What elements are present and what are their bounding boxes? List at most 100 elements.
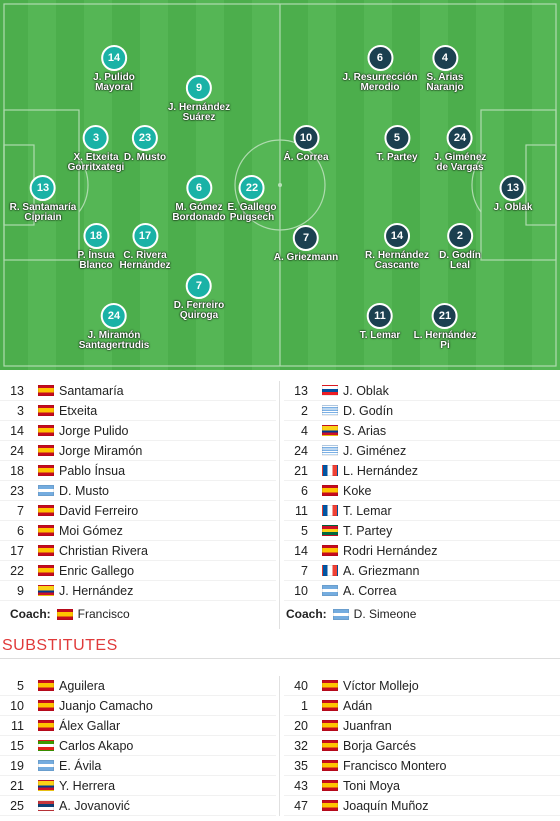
france-flag-icon bbox=[322, 505, 338, 516]
spain-flag-icon bbox=[38, 565, 54, 576]
list-item[interactable]: 6 Koke bbox=[284, 481, 560, 501]
shirt-number: 21 bbox=[10, 778, 24, 793]
player-name-line2: Santagertrudis bbox=[78, 340, 150, 351]
shirt-number: 47 bbox=[294, 798, 308, 813]
player-name-line2: Pi bbox=[440, 340, 450, 351]
shirt-number: 5 bbox=[301, 523, 308, 538]
serbia-flag-icon bbox=[38, 800, 54, 811]
home-coach: Coach: Francisco bbox=[0, 602, 130, 626]
player-name: Á. Correa bbox=[283, 153, 328, 163]
player-name: Koke bbox=[343, 483, 372, 498]
player-name: T. Partey bbox=[376, 153, 417, 163]
player-name: Víctor Mollejo bbox=[343, 678, 419, 693]
shirt-number: 14 bbox=[10, 423, 24, 438]
player-name: Christian Rivera bbox=[59, 543, 148, 558]
player-name: David Ferreiro bbox=[59, 503, 139, 518]
shirt-number: 6 bbox=[17, 523, 24, 538]
home-coach-name: Francisco bbox=[77, 607, 130, 621]
player-name-line2: Gorritxategi bbox=[67, 162, 125, 173]
player-name: Álex Gallar bbox=[59, 718, 121, 733]
spain-flag-icon bbox=[322, 485, 338, 496]
player-name-line1: J. Hernández bbox=[167, 102, 231, 113]
shirt-number: 6 bbox=[301, 483, 308, 498]
spain-flag-icon bbox=[38, 720, 54, 731]
player-name-line2: Cipriain bbox=[24, 212, 62, 223]
player-name-line2: Puigsech bbox=[229, 212, 275, 223]
player-name: Carlos Akapo bbox=[59, 738, 134, 753]
player-name-line2: Mayoral bbox=[95, 82, 133, 93]
shirt-number: 7 bbox=[301, 563, 308, 578]
uruguay-flag-icon bbox=[322, 445, 338, 456]
away-coach: Coach: D. Simeone bbox=[276, 602, 416, 626]
player-name: Juanfran bbox=[343, 718, 392, 733]
player-number: 4 bbox=[431, 45, 458, 71]
shirt-number: 43 bbox=[294, 778, 308, 793]
player-number: 22 bbox=[239, 175, 265, 201]
